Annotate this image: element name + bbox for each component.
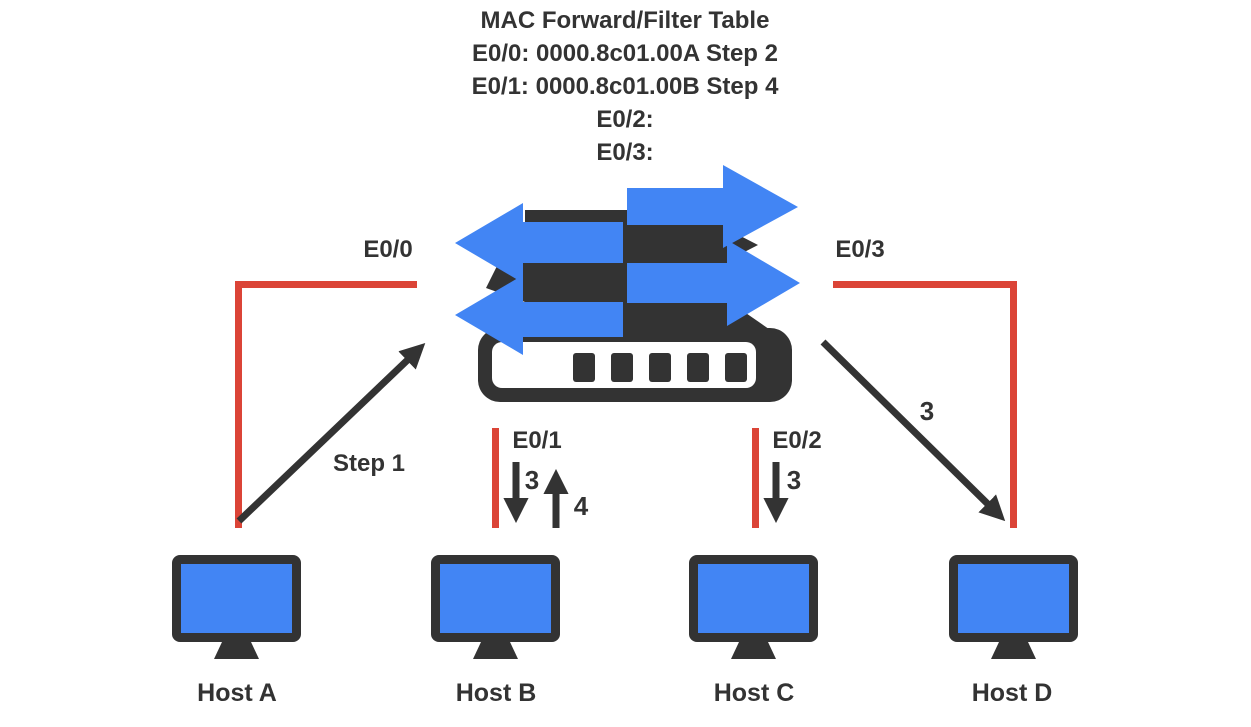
switch-port-icon [649, 353, 671, 382]
host-d-monitor-icon [949, 555, 1078, 659]
arrow-switch-to-hostD [820, 339, 1006, 522]
switch-port-icon [611, 353, 633, 382]
mac-table-entry-e01: E0/1: 0000.8c01.00B Step 4 [471, 73, 779, 100]
link-hostD-e03 [833, 281, 1017, 528]
host-c-monitor-icon [689, 555, 818, 659]
host-c-label: Host C [713, 679, 795, 707]
port-label-e01: E0/1 [512, 427, 562, 454]
host-d-label: Host D [971, 679, 1053, 707]
mac-table-entry-e03: E0/3: [596, 139, 654, 166]
switch-arrow-left-top-icon [455, 203, 623, 283]
mac-table-title: MAC Forward/Filter Table [480, 7, 770, 34]
mac-table-entry-e02: E0/2: [596, 106, 654, 133]
mac-table-entry-e00: E0/0: 0000.8c01.00A Step 2 [472, 40, 778, 67]
arrow-step1-hostA-to-switch [236, 343, 426, 524]
label-3-hostD: 3 [919, 396, 935, 426]
link-hostA-e00 [235, 281, 417, 528]
label-4-hostB: 4 [573, 491, 589, 521]
switch-icon [455, 165, 800, 402]
label-3-hostC: 3 [786, 465, 802, 495]
port-label-e03: E0/3 [835, 236, 885, 263]
switch-arrow-right-top-icon [627, 165, 798, 248]
switch-arrow-left-bottom-icon [455, 275, 623, 355]
label-step1: Step 1 [332, 450, 406, 477]
host-b-label: Host B [455, 679, 537, 707]
port-label-e02: E0/2 [772, 427, 822, 454]
switch-port-icon [687, 353, 709, 382]
switch-arrow-right-bottom-icon [627, 240, 800, 326]
switch-port-icon [573, 353, 595, 382]
host-a-label: Host A [197, 679, 277, 707]
host-a-monitor-icon [172, 555, 301, 659]
switch-port-icon [725, 353, 747, 382]
port-label-e00: E0/0 [363, 236, 413, 263]
host-b-monitor-icon [431, 555, 560, 659]
label-3-hostB: 3 [524, 465, 540, 495]
mac-table: MAC Forward/Filter Table E0/0: 0000.8c01… [472, 4, 779, 169]
